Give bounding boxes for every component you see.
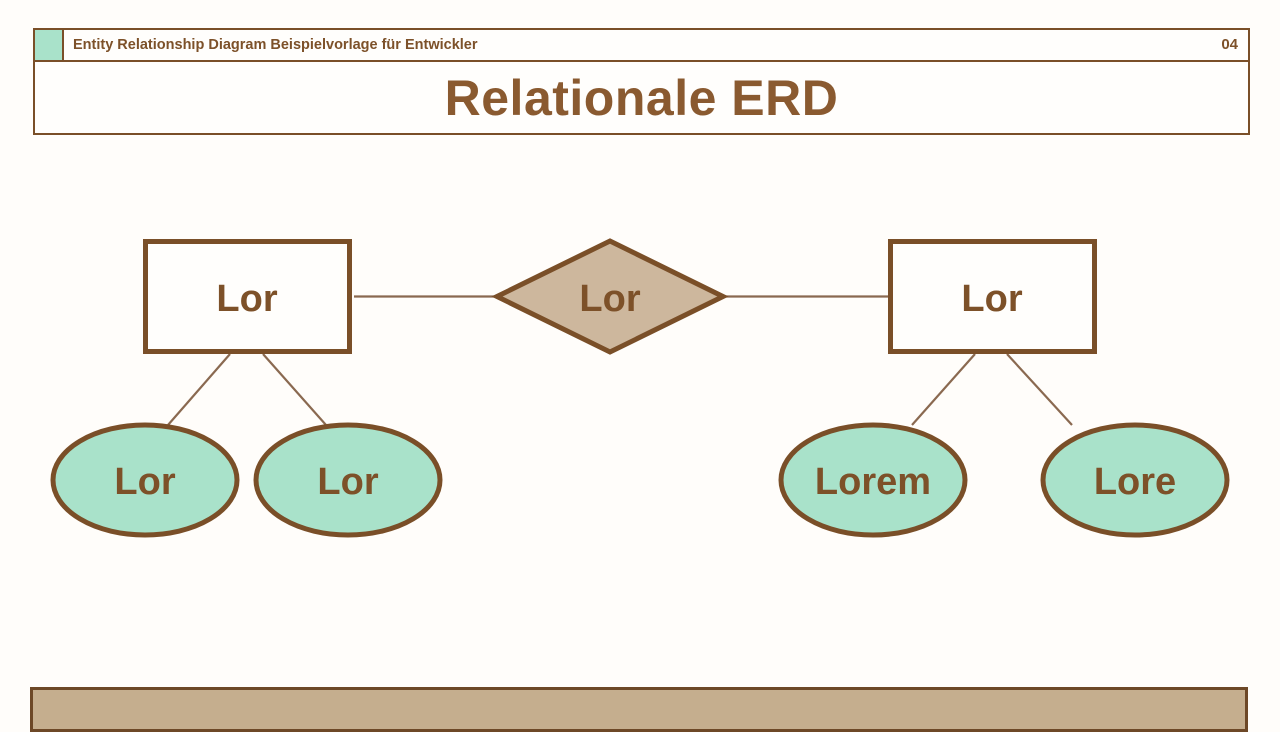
attribute-label: Lor — [317, 461, 378, 503]
attribute-ellipse[interactable] — [778, 422, 968, 538]
header-box: Entity Relationship Diagram Beispielvorl… — [33, 28, 1250, 135]
slide-title: Relationale ERD — [444, 69, 839, 126]
connector-line — [911, 353, 976, 426]
attribute-label: Lorem — [815, 461, 931, 503]
attribute-ellipse[interactable] — [50, 422, 240, 538]
entity-right[interactable] — [888, 239, 1097, 354]
relationship-diamond[interactable] — [491, 238, 729, 355]
footer-bar — [30, 687, 1248, 732]
page-number: 04 — [1221, 36, 1238, 53]
header-kicker-row: Entity Relationship Diagram Beispielvorl… — [35, 30, 1248, 62]
attribute-label: Lore — [1094, 461, 1176, 503]
connector-line — [262, 353, 327, 426]
attribute-label: Lor — [114, 461, 175, 503]
connector-line — [167, 353, 231, 426]
header-kicker-text: Entity Relationship Diagram Beispielvorl… — [73, 37, 478, 53]
accent-square-icon — [35, 30, 64, 60]
attribute-ellipse[interactable] — [1040, 422, 1230, 538]
title-row: Relationale ERD — [35, 62, 1248, 133]
connector-line — [1006, 353, 1073, 426]
relationship-label: Lor — [579, 278, 640, 320]
attribute-ellipse[interactable] — [253, 422, 443, 538]
entity-left-label: Lor — [216, 278, 277, 320]
entity-right-label: Lor — [961, 278, 1022, 320]
entity-left[interactable] — [143, 239, 352, 354]
